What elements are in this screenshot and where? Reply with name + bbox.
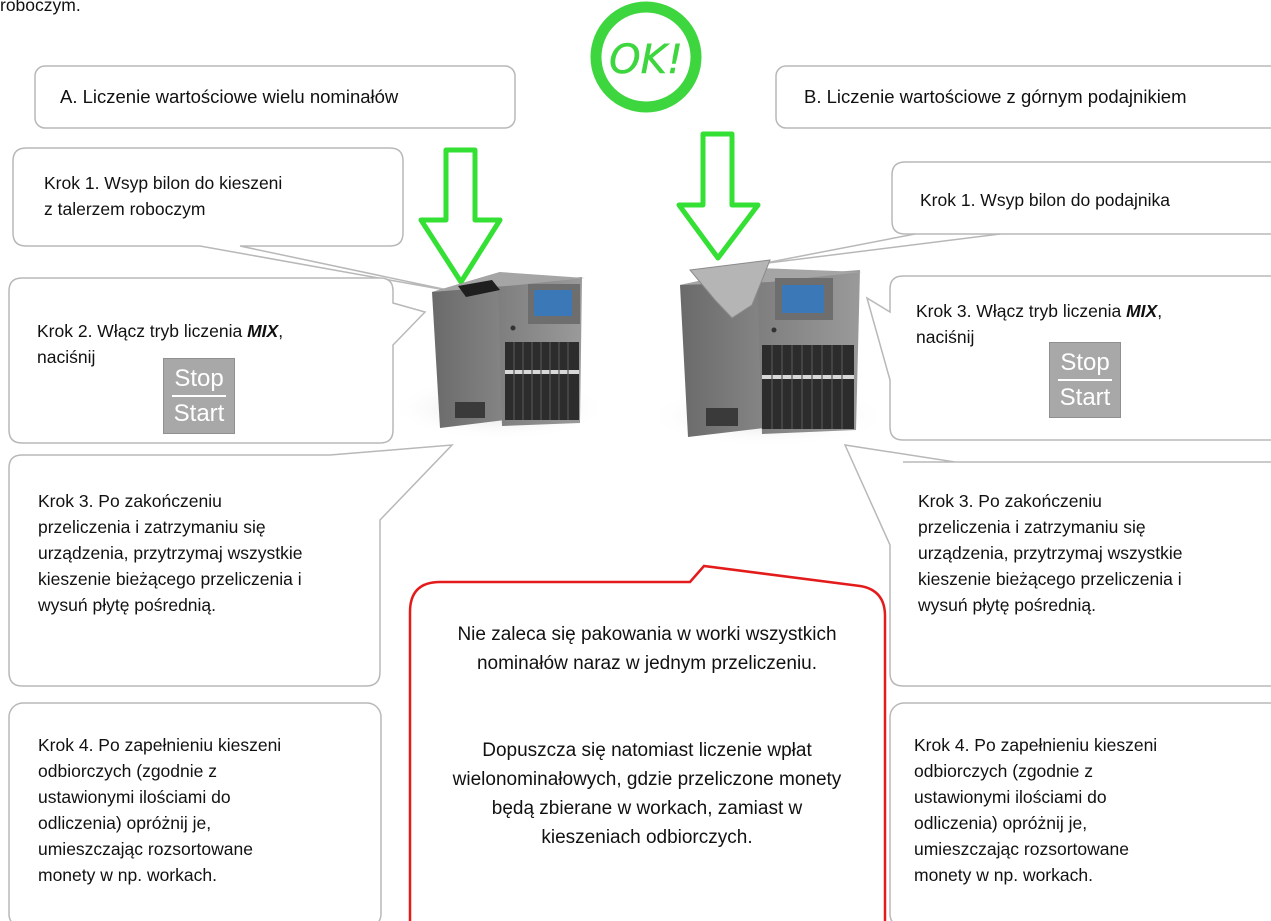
left-step3-text: Krok 3. Po zakończeniu przeliczenia i za… (38, 491, 303, 615)
left-step2-text: Krok 2. Włącz tryb liczenia MIX, naciśni… (37, 318, 377, 370)
bubble-right-step4 (889, 702, 1271, 921)
left-step4-text: Krok 4. Po zapełnieniu kieszeni odbiorcz… (38, 735, 282, 885)
warning-note-para1: Nie zaleca się pakowania w worki wszystk… (457, 624, 837, 674)
bubble-right-step3 (843, 444, 1271, 687)
section-a-box (34, 65, 516, 129)
right-step2-mode: MIX (1126, 301, 1158, 321)
left-step2-mode: MIX (247, 321, 279, 341)
right-stop-start-button[interactable]: Stop Start (1049, 342, 1121, 418)
left-step1-text: Krok 1. Wsyp bilon do kieszeni z talerze… (44, 170, 384, 222)
right-step2-prefix: Krok 3. Włącz tryb liczenia (916, 301, 1127, 321)
left-step1-line1: Krok 1. Wsyp bilon do kieszeni (44, 173, 283, 193)
section-b-title: B. Liczenie wartościowe z górnym podajni… (804, 86, 1187, 107)
coin-sorter-machine-b (648, 259, 888, 447)
left-step1-line2: z talerzem roboczym (44, 199, 206, 219)
bubble-left-step4 (8, 702, 382, 921)
bubble-left-step3 (8, 444, 454, 687)
section-b-box (775, 65, 1271, 129)
warning-note-frame (408, 564, 887, 921)
left-stop-start-button[interactable]: Stop Start (163, 358, 235, 434)
button-divider (172, 395, 226, 397)
right-step2-text: Krok 3. Włącz tryb liczenia MIX, naciśni… (916, 298, 1256, 350)
button-divider (1058, 379, 1112, 381)
green-arrow-right (676, 131, 761, 261)
right-step2-suffix: , (1157, 301, 1163, 321)
top-text-fragment: roboczym. (0, 0, 81, 15)
start-label: Start (173, 400, 225, 427)
stop-label: Stop (1060, 349, 1110, 376)
coin-sorter-machine-a (390, 272, 610, 440)
bubble-left-step1 (12, 147, 463, 294)
warning-note-para2: Dopuszcza się natomiast liczenie wpłat w… (452, 740, 842, 848)
left-step2-suffix: , (278, 321, 284, 341)
green-arrow-left (418, 147, 503, 285)
left-step2-prefix: Krok 2. Włącz tryb liczenia (37, 321, 248, 341)
stop-label: Stop (174, 365, 224, 392)
ok-badge-text: OK! (609, 37, 683, 83)
left-step2-line2: naciśnij (37, 347, 96, 367)
right-step1-text: Krok 1. Wsyp bilon do podajnika (920, 190, 1170, 210)
start-label: Start (1059, 384, 1111, 411)
right-step4-text: Krok 4. Po zapełnieniu kieszeni odbiorcz… (914, 735, 1158, 885)
right-step3-text: Krok 3. Po zakończeniu przeliczenia i za… (918, 491, 1183, 615)
bubble-right-step1 (891, 161, 1271, 235)
ok-badge-ring (590, 1, 702, 113)
section-a-title: A. Liczenie wartościowe wielu nominałów (60, 86, 399, 107)
right-step2-line2: naciśnij (916, 327, 975, 347)
